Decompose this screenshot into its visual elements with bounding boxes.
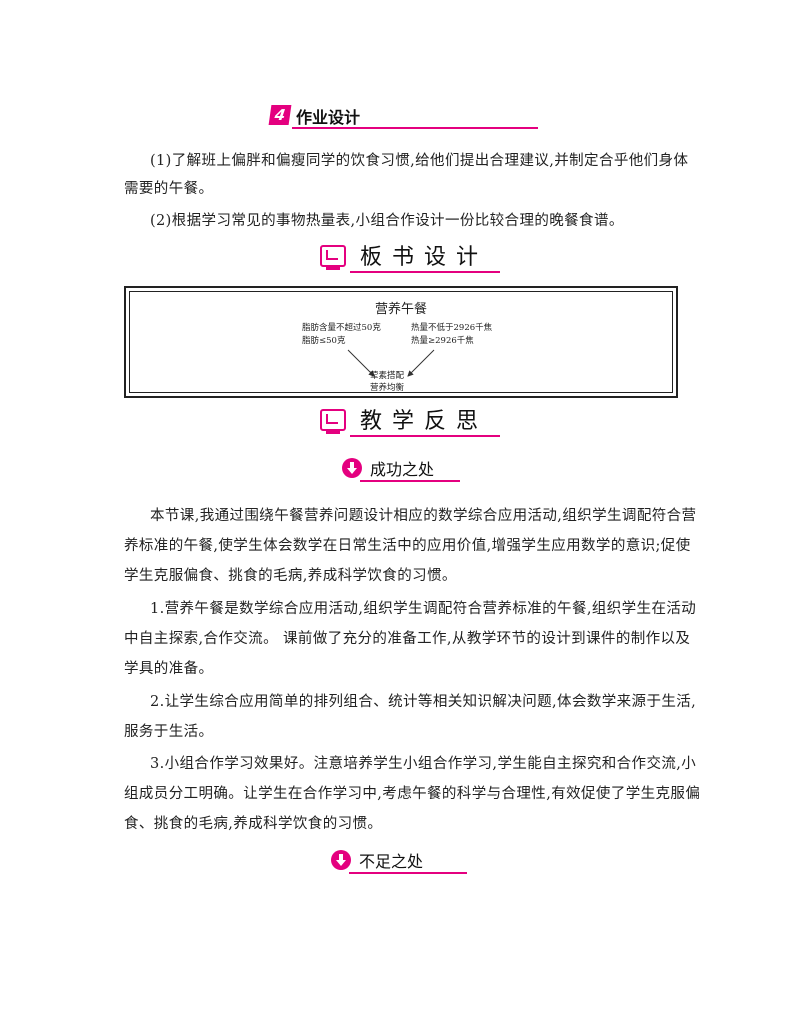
board-inner-frame: 营养午餐 脂肪含量不超过50克 脂肪≤50克 热量不低于2926千焦 热量≥29… — [129, 291, 673, 393]
right-arrow — [407, 349, 435, 377]
homework-item-2: (2)根据学习常见的事物热量表,小组合作设计一份比较合理的晚餐食谱。 — [150, 213, 624, 229]
board-box-title: 营养午餐 — [374, 302, 427, 317]
homework-item-1-line-2: 需要的午餐。 — [124, 181, 214, 197]
left-arrow — [347, 349, 375, 377]
bottom-note-1: 荤素搭配 — [370, 371, 405, 381]
download-arrow-icon — [342, 458, 362, 478]
header-underline — [350, 435, 500, 437]
homework-title: 作业设计 — [296, 108, 361, 127]
point1-line-1: 1.营养午餐是数学综合应用活动,组织学生调配符合营养标准的午餐,组织学生在活动 — [150, 601, 697, 617]
point3-line-2: 组成员分工明确。让学生在合作学习中,考虑午餐的科学与合理性,有效促使了学生克服偏 — [124, 786, 701, 802]
point1-line-2: 中自主探索,合作交流。 课前做了充分的准备工作,从教学环节的设计到课件的制作以及 — [124, 631, 691, 647]
header-underline — [350, 271, 500, 273]
right-note-2: 热量≥2926千焦 — [411, 336, 474, 346]
download-arrow-icon — [331, 850, 351, 870]
section-number-badge: 4 — [268, 105, 292, 125]
intro-line-3: 学生克服偏食、挑食的毛病,养成科学饮食的习惯。 — [124, 568, 457, 584]
monitor-icon — [320, 409, 346, 431]
point2-line-2: 服务于生活。 — [124, 724, 214, 740]
deficiency-header: 不足之处 — [331, 848, 471, 878]
success-title: 成功之处 — [370, 460, 435, 479]
monitor-stand — [326, 431, 340, 434]
board-design-title: 板书设计 — [360, 245, 489, 270]
header-underline — [349, 872, 467, 874]
left-note-2: 脂肪≤50克 — [302, 336, 346, 346]
deficiency-title: 不足之处 — [359, 852, 424, 871]
point3-line-3: 食、挑食的毛病,养成科学饮食的习惯。 — [124, 816, 383, 832]
monitor-icon — [320, 245, 346, 267]
board-arrows — [347, 349, 435, 377]
intro-line-2: 养标准的午餐,使学生体会数学在日常生活中的应用价值,增强学生应用数学的意识;促使 — [124, 538, 691, 554]
reflection-title: 教学反思 — [360, 409, 489, 434]
intro-line-1: 本节课,我通过围绕午餐营养问题设计相应的数学综合应用活动,组织学生调配符合营 — [150, 508, 697, 524]
point3-line-1: 3.小组合作学习效果好。注意培养学生小组合作学习,学生能自主探究和合作交流,小 — [150, 756, 697, 772]
header-underline — [360, 480, 460, 482]
homework-item-1-line-1: (1)了解班上偏胖和偏瘦同学的饮食习惯,给他们提出合理建议,并制定合乎他们身体 — [150, 153, 689, 169]
success-header: 成功之处 — [342, 456, 462, 486]
left-note-1: 脂肪含量不超过50克 — [302, 323, 381, 333]
right-note-1: 热量不低于2926千焦 — [411, 323, 493, 333]
board-design-header: 板书设计 — [320, 241, 500, 275]
point2-line-1: 2.让学生综合应用简单的排列组合、统计等相关知识解决问题,体会数学来源于生活, — [150, 694, 697, 710]
monitor-stand — [326, 267, 340, 270]
bottom-note-2: 营养均衡 — [370, 383, 405, 393]
board-design-box: 营养午餐 脂肪含量不超过50克 脂肪≤50克 热量不低于2926千焦 热量≥29… — [124, 286, 678, 398]
point1-line-3: 学具的准备。 — [124, 661, 214, 677]
homework-header: 4 作业设计 — [268, 103, 538, 129]
reflection-header: 教学反思 — [320, 405, 500, 439]
header-underline — [292, 127, 538, 129]
